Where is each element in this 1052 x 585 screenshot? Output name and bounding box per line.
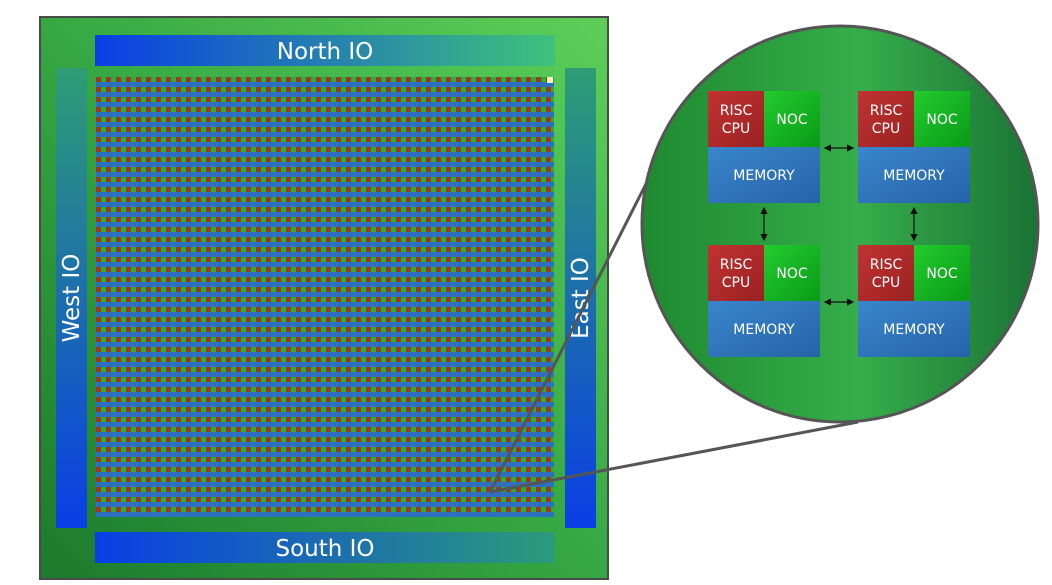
- noc-label: NOC: [776, 112, 807, 128]
- tile-bottom-right: RISC CPU NOC MEMORY: [858, 245, 970, 357]
- memory-block: [858, 301, 970, 357]
- cpu-label-line1: RISC: [720, 103, 753, 119]
- cpu-block: [708, 245, 764, 301]
- noc-block: [914, 245, 970, 301]
- cpu-block: [708, 91, 764, 147]
- south-io-label: South IO: [275, 536, 374, 562]
- memory-label: MEMORY: [883, 168, 945, 184]
- north-io-bar: [95, 35, 555, 66]
- tile-array: [96, 77, 554, 517]
- cpu-label-line2: CPU: [872, 275, 900, 291]
- south-io-bar: [95, 532, 555, 563]
- noc-block: [764, 91, 820, 147]
- cpu-label-line1: RISC: [720, 257, 753, 273]
- cpu-label-line1: RISC: [870, 257, 903, 273]
- memory-label: MEMORY: [733, 168, 795, 184]
- tile-top-right: RISC CPU NOC MEMORY: [858, 91, 970, 203]
- cpu-block: [858, 91, 914, 147]
- east-io-label: East IO: [568, 257, 594, 339]
- zoom-circle: [640, 24, 1040, 424]
- memory-block: [708, 301, 820, 357]
- tile-top-left: RISC CPU NOC MEMORY: [708, 91, 820, 203]
- cpu-label-line2: CPU: [722, 275, 750, 291]
- noc-label: NOC: [926, 266, 957, 282]
- noc-label: NOC: [776, 266, 807, 282]
- memory-label: MEMORY: [883, 322, 945, 338]
- cpu-label-line1: RISC: [870, 103, 903, 119]
- zoom-connector-lower: [489, 420, 859, 494]
- highlighted-tile: [547, 77, 553, 83]
- west-io-bar: [56, 68, 87, 528]
- memory-label: MEMORY: [733, 322, 795, 338]
- noc-label: NOC: [926, 112, 957, 128]
- memory-block: [708, 147, 820, 203]
- cpu-label-line2: CPU: [872, 121, 900, 137]
- memory-block: [858, 147, 970, 203]
- noc-block: [764, 245, 820, 301]
- west-io-label: West IO: [59, 254, 85, 343]
- east-io-bar: [565, 68, 596, 528]
- zoom-connector-upper: [488, 171, 654, 493]
- cpu-block: [858, 245, 914, 301]
- noc-block: [914, 91, 970, 147]
- cpu-label-line2: CPU: [722, 121, 750, 137]
- north-io-label: North IO: [277, 39, 374, 65]
- tile-bottom-left: RISC CPU NOC MEMORY: [708, 245, 820, 357]
